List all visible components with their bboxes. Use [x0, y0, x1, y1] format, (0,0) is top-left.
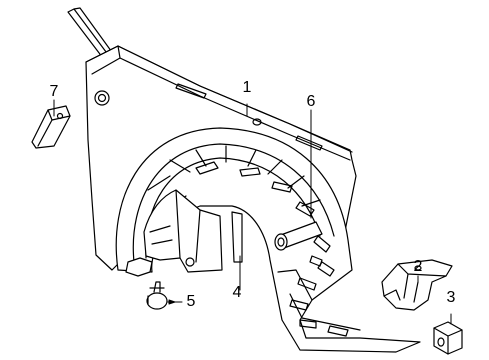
- wheelhouse-liner: [115, 127, 421, 353]
- callout-6: 6: [306, 93, 316, 110]
- callout-5: 5: [186, 293, 196, 310]
- leader-5-arrowhead: [168, 299, 176, 305]
- side-trim-piece: [31, 105, 71, 149]
- bracket: [381, 259, 453, 311]
- callout-7: 7: [49, 83, 59, 100]
- clip: [433, 321, 463, 355]
- callout-3: 3: [446, 289, 456, 306]
- callout-4: 4: [232, 284, 242, 301]
- callout-1: 1: [242, 79, 252, 96]
- liner-support-bolt: [274, 221, 323, 251]
- callout-2: 2: [413, 258, 423, 275]
- push-pin-fastener: [146, 281, 168, 310]
- leader-lines: [53, 99, 452, 325]
